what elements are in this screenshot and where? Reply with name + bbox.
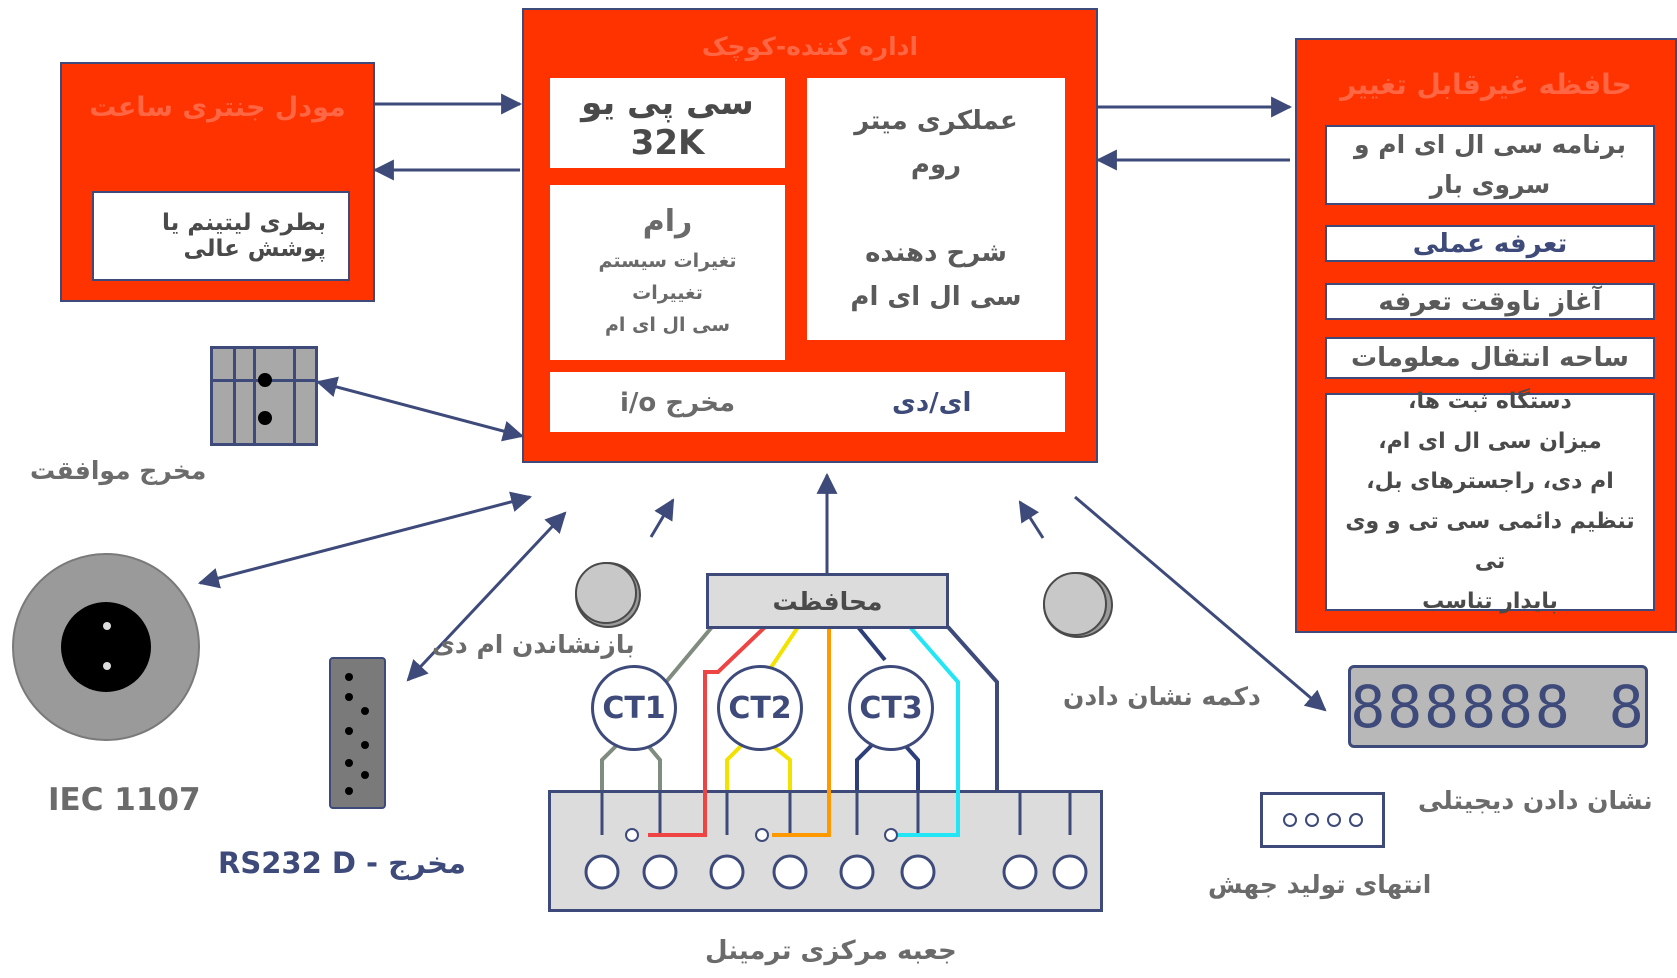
digital-display-icon: 888888 8 <box>1348 665 1648 748</box>
battery-line-1: بطری لیتینم یا <box>162 210 326 236</box>
iec-port-icon <box>12 553 200 741</box>
terminal-box-label: جعبه مرکزی ترمینل <box>705 936 957 966</box>
ram-box: رام تغیرات سیستم تغییرات سی ال ای ام <box>550 185 785 360</box>
micro-controller-title: اداره کننده-کوچک <box>701 32 919 61</box>
protection-box: محافظت <box>706 573 949 629</box>
battery-line-2: پوشش عالی <box>183 236 326 262</box>
io-box <box>550 372 1065 432</box>
arrow-micro-display <box>1074 495 1327 712</box>
pulse-output-label: انتهای تولید جهش <box>1208 870 1432 899</box>
ct3-label: CT3 <box>859 690 923 726</box>
ct1-label: CT1 <box>602 690 666 726</box>
ram-title: رام <box>642 204 693 239</box>
nvm-box-program-line-1: برنامه سی ال ای ام و <box>1354 130 1626 159</box>
nvm-box-registers-line-4: تنظیم دائمی سی تی و وی تی <box>1345 509 1635 574</box>
rom-line-3: شرح دهنده <box>865 238 1007 268</box>
nvm-box-tariff-start: آغاز ناوقت تعرفه <box>1325 283 1655 320</box>
arrow-dispbtn-micro <box>1018 500 1045 539</box>
nvm-box-tariff-label: تعرفه عملی <box>1412 228 1568 259</box>
nvm-box-registers-line-2: میزان سی ال ای ام، <box>1378 429 1602 454</box>
arrow-rs232-micro <box>406 511 567 682</box>
wire-navy-upper <box>856 625 887 662</box>
md-reset-button-icon[interactable] <box>575 562 641 628</box>
pulse-output-icon <box>1260 792 1385 848</box>
arrow-iec-micro <box>197 491 533 589</box>
nvm-box-tariff: تعرفه عملی <box>1325 225 1655 262</box>
cpu-label: سی پی یو 32K <box>581 83 754 163</box>
ram-line-2: تغییرات <box>632 282 703 304</box>
ct3-circle: CT3 <box>848 665 934 751</box>
rom-box: عملکری میتر روم شرح دهنده سی ال ای ام <box>807 78 1065 340</box>
ram-line-3: سی ال ای ام <box>604 314 731 336</box>
cpu-box: سی پی یو 32K <box>550 78 785 168</box>
ct2-circle: CT2 <box>717 665 803 751</box>
display-button-icon[interactable] <box>1043 572 1113 638</box>
nvm-box-registers-line-3: ام دی، راجسترهای بل، <box>1366 469 1614 494</box>
nvm-box-program: برنامه سی ال ای ام و سروی بار <box>1325 125 1655 205</box>
md-reset-label: بازنشاندن ام دی <box>432 630 635 659</box>
ad-label: ای/دی <box>892 388 972 418</box>
nvm-box-program-line-2: سروی بار <box>1429 170 1551 199</box>
nvm-box-registers-line-5: پایدار تناسب <box>1422 589 1558 614</box>
digital-display-label: نشان دادن دیجیتلی <box>1418 786 1653 815</box>
terminal-box <box>548 790 1103 912</box>
arrow-port-micro <box>315 376 525 442</box>
arrow-reset-micro <box>649 498 675 538</box>
io-output-label: مخرج i/o <box>620 388 736 418</box>
rom-line-2: روم <box>910 150 962 180</box>
nvm-box-tariff-start-label: آغاز ناوقت تعرفه <box>1378 286 1602 317</box>
nvm-box-registers: دستگاه ثبت ها، میزان سی ال ای ام، ام دی،… <box>1325 389 1655 614</box>
rs232-connector-icon <box>329 657 386 809</box>
ct1-circle: CT1 <box>591 665 677 751</box>
port-connector-icon <box>210 346 318 446</box>
nvm-box-data-transfer: ساحه انتقال معلومات <box>1325 337 1655 379</box>
ram-line-1: تغیرات سیستم <box>598 250 737 272</box>
display-button-label: دکمه نشان دادن <box>1063 682 1261 711</box>
rom-line-1: عملکری میتر <box>854 106 1018 136</box>
clock-module-title: مودل جنتری ساعت <box>89 92 346 123</box>
iec-label: IEC 1107 <box>48 782 201 818</box>
ct2-label: CT2 <box>728 690 792 726</box>
nvm-title: حافظه غیرقابل تغییر <box>1340 68 1632 101</box>
digital-display-digits: 888888 8 <box>1350 672 1646 741</box>
battery-box: بطری لیتینم یا پوشش عالی <box>92 191 350 281</box>
rs232-label: مخرج - RS232 D <box>218 846 466 880</box>
rom-line-4: سی ال ای ام <box>850 282 1022 312</box>
nvm-box-data-transfer-label: ساحه انتقال معلومات <box>1351 343 1629 373</box>
wire-ct1-gray <box>664 625 714 684</box>
nvm-box-registers-line-1: دستگاه ثبت ها، <box>1408 389 1572 414</box>
protection-label: محافظت <box>772 586 883 616</box>
port-output-label: مخرج موافقت <box>30 456 207 485</box>
